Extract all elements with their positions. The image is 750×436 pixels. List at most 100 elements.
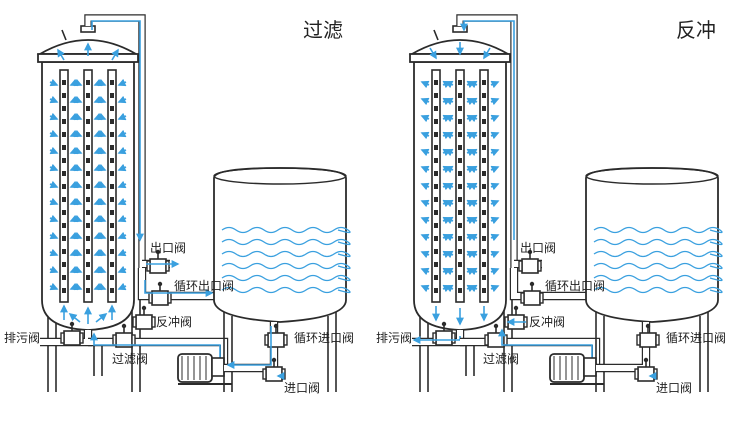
cartridge-slot bbox=[482, 171, 486, 176]
water-wave bbox=[221, 262, 351, 270]
flow-arrow-in bbox=[49, 231, 59, 240]
cartridge-slot bbox=[110, 262, 114, 267]
flow-arrow-out bbox=[444, 114, 454, 123]
flow-arrow-out bbox=[490, 97, 500, 106]
valve-flange-left bbox=[636, 334, 641, 346]
flow-arrow-out bbox=[420, 182, 430, 191]
cartridge-slot bbox=[110, 288, 114, 293]
cartridge-slot bbox=[86, 106, 90, 111]
cartridge-slot bbox=[458, 236, 462, 241]
flow-arrow-out bbox=[468, 284, 478, 293]
valve-handle bbox=[493, 323, 499, 329]
flow-arrow-out bbox=[420, 80, 430, 89]
flow-arrow-in bbox=[49, 129, 59, 138]
cartridge-slot bbox=[86, 249, 90, 254]
valve-handle bbox=[645, 323, 651, 329]
flow-arrow-in bbox=[73, 146, 83, 155]
flow-arrow-out bbox=[444, 199, 454, 208]
cartridge-slot bbox=[86, 275, 90, 280]
flow-arrow-in bbox=[97, 146, 107, 155]
cartridge-slot bbox=[110, 184, 114, 189]
cartridge-slot bbox=[110, 106, 114, 111]
flow-arrow-out bbox=[444, 97, 454, 106]
valve-body bbox=[521, 258, 539, 274]
cartridge-slot bbox=[110, 210, 114, 215]
cartridge-slot bbox=[458, 158, 462, 163]
cartridge-slot bbox=[62, 93, 66, 98]
flow-arrow-in bbox=[117, 231, 127, 240]
flow-arrow-in bbox=[49, 163, 59, 172]
cartridge-slot bbox=[458, 223, 462, 228]
cartridge-slot bbox=[482, 197, 486, 202]
water-tank-rim bbox=[213, 167, 347, 185]
flow-arrow-in bbox=[49, 112, 59, 121]
valve-handle bbox=[513, 305, 519, 311]
cartridge-slot bbox=[434, 93, 438, 98]
cartridge-slot bbox=[86, 210, 90, 215]
valve-flange-left bbox=[132, 316, 137, 328]
flow-arrow-out bbox=[444, 165, 454, 174]
flow-arrow-out bbox=[490, 182, 500, 191]
valve-flange-left bbox=[518, 260, 523, 272]
valve-handle bbox=[69, 321, 75, 327]
label-backwash-valve: 反冲阀 bbox=[156, 315, 193, 329]
water-wave bbox=[593, 250, 723, 258]
flow-arrow-in bbox=[117, 265, 127, 274]
cartridge-slot bbox=[62, 184, 66, 189]
drain-valve bbox=[432, 321, 456, 346]
flow-arrow-in bbox=[117, 129, 127, 138]
cartridge-slot bbox=[62, 132, 66, 137]
flow-arrow-out bbox=[420, 199, 430, 208]
label-outlet-valve: 出口阀 bbox=[520, 241, 557, 255]
cartridge-slot bbox=[86, 223, 90, 228]
flow-arrow-in bbox=[97, 78, 107, 87]
flow-arrow-out bbox=[490, 199, 500, 208]
flow-arrow-out bbox=[468, 131, 478, 140]
cartridge-slot bbox=[482, 236, 486, 241]
valve-flange-right bbox=[503, 334, 508, 346]
water-wave bbox=[221, 250, 351, 258]
flow-arrow-in bbox=[49, 214, 59, 223]
flow-arrow-in bbox=[49, 95, 59, 104]
flow-arrow-in bbox=[117, 197, 127, 206]
cartridge-slot bbox=[458, 106, 462, 111]
valve-flange-right bbox=[79, 332, 84, 344]
flow-arrow-in bbox=[73, 180, 83, 189]
filter-feed-flow bbox=[90, 332, 221, 362]
flow-arrow-out bbox=[468, 267, 478, 276]
top-return-flow bbox=[460, 20, 515, 240]
flow-arrow-in bbox=[73, 197, 83, 206]
valve-handle bbox=[155, 249, 161, 255]
cartridge-slot bbox=[482, 184, 486, 189]
flow-arrow-out bbox=[444, 250, 454, 259]
flow-arrow-in bbox=[97, 112, 107, 121]
valve-handle bbox=[643, 357, 649, 363]
cartridge-slot bbox=[62, 210, 66, 215]
label-inlet-valve: 进口阀 bbox=[656, 381, 693, 395]
cartridge-slot bbox=[434, 145, 438, 150]
filter-vessel-vent bbox=[433, 29, 439, 41]
flow-arrow-out bbox=[490, 114, 500, 123]
water-wave bbox=[593, 262, 723, 270]
cartridge-slot bbox=[86, 197, 90, 202]
bottom-arrow bbox=[95, 313, 108, 323]
valve-handle bbox=[271, 357, 277, 363]
flow-arrow-in bbox=[73, 78, 83, 87]
top-return-pipe bbox=[84, 14, 146, 268]
dome-arrow bbox=[57, 48, 65, 61]
flow-arrow-in bbox=[97, 231, 107, 240]
cartridge-slot bbox=[482, 93, 486, 98]
flow-arrow-out bbox=[468, 114, 478, 123]
flow-arrow-in bbox=[73, 129, 83, 138]
valve-flange-right bbox=[131, 334, 136, 346]
flow-arrow-out bbox=[420, 114, 430, 123]
flow-arrow-in bbox=[49, 248, 59, 257]
pump-head bbox=[583, 357, 597, 377]
label-recycle-inlet-valve: 循环进口阀 bbox=[666, 331, 727, 345]
valve-flange-left bbox=[60, 332, 65, 344]
cartridge-slot bbox=[86, 145, 90, 150]
inlet-valve bbox=[262, 357, 286, 382]
filter-valve bbox=[484, 323, 508, 348]
top-return-pipe-core bbox=[85, 15, 145, 268]
